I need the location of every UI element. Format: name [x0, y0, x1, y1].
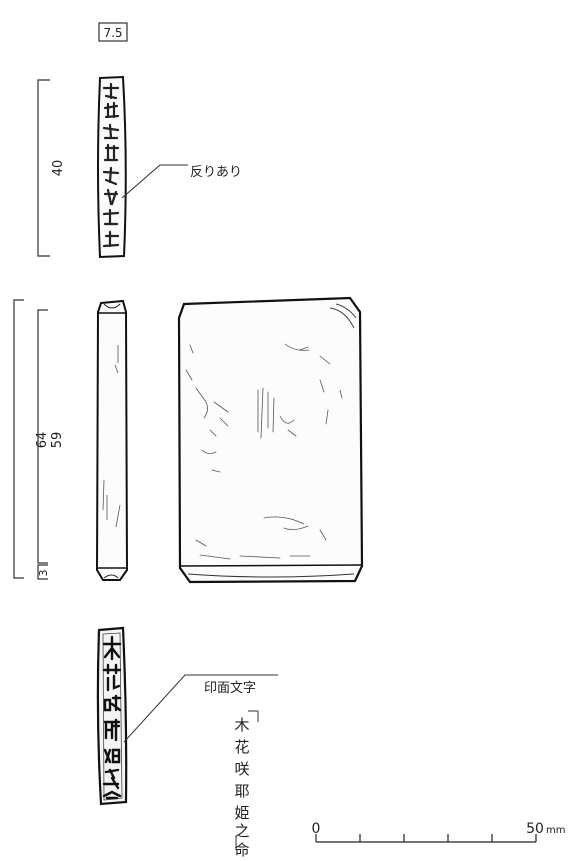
knob-length-dimension: 3: [37, 564, 50, 580]
top-face-length-label: 40: [51, 160, 66, 177]
warp-note-callout: 反りあり: [121, 164, 242, 199]
top-face-length-dimension: 40: [37, 79, 66, 257]
overall-length-dimension: 64: [13, 299, 50, 579]
inscription-char-2: 花: [234, 738, 249, 756]
overall-length-label: 64: [35, 432, 50, 449]
top-face-view: [97, 75, 127, 259]
side-view: [95, 299, 129, 581]
body-length-label: 59: [50, 432, 65, 449]
scale-bar-start-label: 0: [312, 821, 321, 837]
seal-face-note: 印面文字: [204, 681, 256, 696]
scale-bar: 0 50 mm: [312, 821, 565, 843]
front-view: [177, 296, 364, 584]
figure-number: 7.5: [103, 26, 122, 40]
scale-bar-unit: mm: [546, 825, 565, 836]
inscription-char-4: 耶: [234, 782, 249, 800]
figure-number-box: 7.5: [98, 22, 128, 42]
inscription-reading: 木 花 咲 耶 姫 之 命: [234, 710, 259, 859]
scale-bar-end-label: 50: [526, 821, 544, 837]
warp-note: 反りあり: [190, 165, 242, 180]
seal-face-note-callout: 印面文字: [123, 674, 278, 743]
seal-face-view: [96, 626, 128, 806]
inscription-char-6: 之: [234, 822, 249, 840]
body-length-dimension: 59: [37, 309, 65, 564]
inscription-char-5: 姫: [234, 804, 249, 822]
inscription-char-3: 咲: [234, 760, 249, 778]
knob-length-label: 3: [37, 570, 50, 577]
inscription-char-1: 木: [234, 716, 249, 734]
inscription-char-7: 命: [234, 841, 249, 859]
